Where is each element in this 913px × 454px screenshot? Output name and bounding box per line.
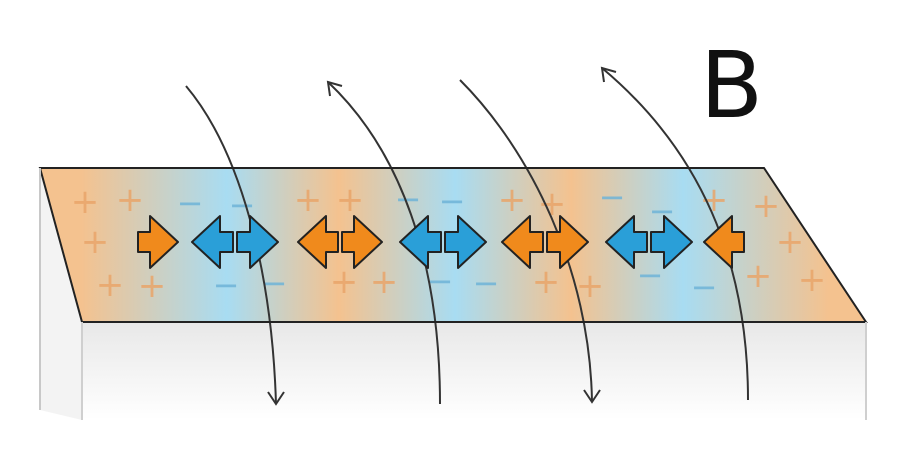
field-line-arrowhead [267, 391, 285, 406]
magnetic-field-label: B [700, 32, 764, 139]
plus-charge: + [96, 265, 125, 305]
plus-charge: + [71, 182, 100, 222]
slab-front-face [82, 322, 866, 420]
double-arrow-right-half [236, 215, 279, 269]
minus-charge: − [473, 264, 500, 302]
double-arrow-right-half [546, 215, 589, 269]
slab-left-face [40, 168, 82, 420]
minus-charge: − [439, 182, 466, 220]
minus-charge: − [637, 256, 664, 294]
plus-charge: + [138, 266, 167, 306]
plus-charge: + [336, 180, 365, 220]
field-line-arrowhead [326, 80, 343, 97]
double-arrow-right-half [444, 215, 487, 269]
plus-charge: + [294, 180, 323, 220]
plus-charge: + [776, 222, 805, 262]
plus-charge: + [798, 260, 827, 300]
plus-charge: + [116, 180, 145, 220]
field-line-arrowhead [583, 389, 601, 404]
left-arrow [703, 215, 745, 269]
plus-charge: + [744, 256, 773, 296]
double-arrow-left-half [297, 215, 339, 269]
minus-charge: − [177, 184, 204, 222]
surface-charges: ++++++++++++++++++−−−−−−−−−−−− [71, 178, 827, 306]
minus-charge: − [691, 268, 718, 306]
plus-charge: + [81, 222, 110, 262]
minus-charge: − [599, 178, 626, 216]
oscillation-arrows [137, 215, 745, 269]
plus-charge: + [576, 266, 605, 306]
right-arrow [137, 215, 179, 269]
plus-charge: + [498, 180, 527, 220]
minus-charge: − [213, 266, 240, 304]
plus-charge: + [532, 262, 561, 302]
double-arrow-left-half [501, 215, 544, 269]
double-arrow-left-half [605, 215, 648, 269]
double-arrow-left-half [191, 215, 234, 269]
field-line-down [459, 79, 593, 403]
field-line-up [327, 81, 441, 405]
double-arrow-right-half [341, 215, 383, 269]
plus-charge: + [752, 186, 781, 226]
field-line-arrowhead [600, 66, 617, 83]
double-arrow-left-half [399, 215, 442, 269]
field-line-up [601, 67, 749, 401]
double-arrow-right-half [650, 215, 693, 269]
plus-charge: + [700, 180, 729, 220]
plus-charge: + [370, 262, 399, 302]
